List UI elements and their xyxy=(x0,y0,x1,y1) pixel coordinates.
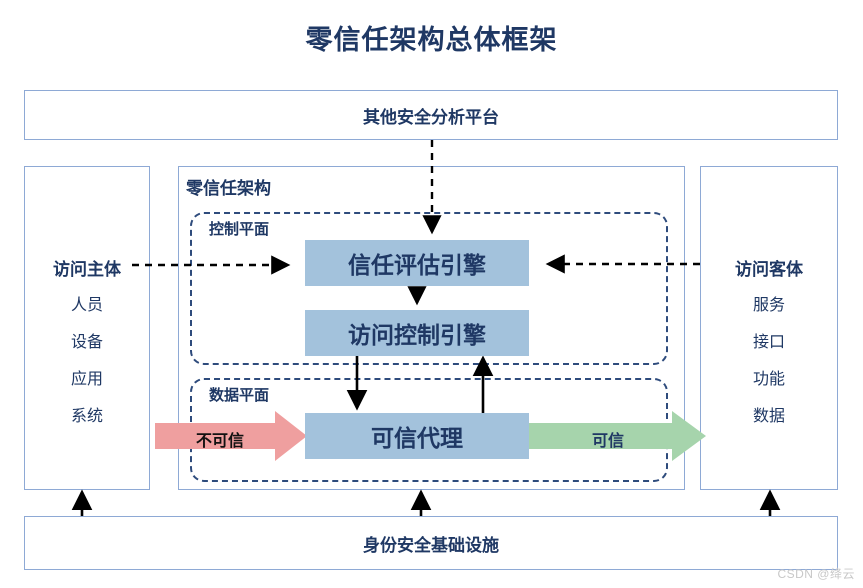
control-plane-label: 控制平面 xyxy=(206,218,273,239)
access-object-heading: 访问客体 xyxy=(735,260,803,279)
list-item: 接口 xyxy=(752,334,785,351)
list-item: 数据 xyxy=(752,408,785,425)
access-object-list: 服务 接口 功能 数据 xyxy=(701,291,837,439)
access-object-box: 访问客体 服务 接口 功能 数据 xyxy=(700,166,838,490)
control-plane-group: 控制平面 xyxy=(190,212,668,365)
access-control-engine-label: 访问控制引擎 xyxy=(348,322,486,348)
access-subject-heading: 访问主体 xyxy=(53,260,121,279)
trusted-flow-label: 可信 xyxy=(592,433,625,450)
list-item: 人员 xyxy=(70,297,103,314)
other-security-analysis-platform-box: 其他安全分析平台 xyxy=(24,90,838,140)
list-item: 功能 xyxy=(752,371,785,388)
trusted-proxy-box: 可信代理 xyxy=(305,413,529,459)
access-subject-box: 访问主体 人员 设备 应用 系统 xyxy=(24,166,150,490)
list-item: 设备 xyxy=(70,334,103,351)
access-subject-list: 人员 设备 应用 系统 xyxy=(25,291,149,439)
untrusted-flow-label: 不可信 xyxy=(196,433,245,450)
watermark: CSDN @绛云 xyxy=(777,567,855,581)
trusted-proxy-label: 可信代理 xyxy=(371,425,463,451)
identity-security-infrastructure-label: 身份安全基础设施 xyxy=(363,535,499,555)
page-title: 零信任架构总体框架 xyxy=(305,25,558,55)
list-item: 服务 xyxy=(752,297,785,314)
list-item: 应用 xyxy=(70,371,103,388)
data-plane-label: 数据平面 xyxy=(206,384,273,405)
other-security-analysis-platform-label: 其他安全分析平台 xyxy=(363,107,499,127)
zero-trust-architecture-label: 零信任架构 xyxy=(186,179,271,198)
list-item: 系统 xyxy=(70,408,103,425)
access-control-engine-box: 访问控制引擎 xyxy=(305,310,529,356)
trust-evaluation-engine-box: 信任评估引擎 xyxy=(305,240,529,286)
identity-security-infrastructure-box: 身份安全基础设施 xyxy=(24,516,838,570)
trust-evaluation-engine-label: 信任评估引擎 xyxy=(348,252,486,278)
